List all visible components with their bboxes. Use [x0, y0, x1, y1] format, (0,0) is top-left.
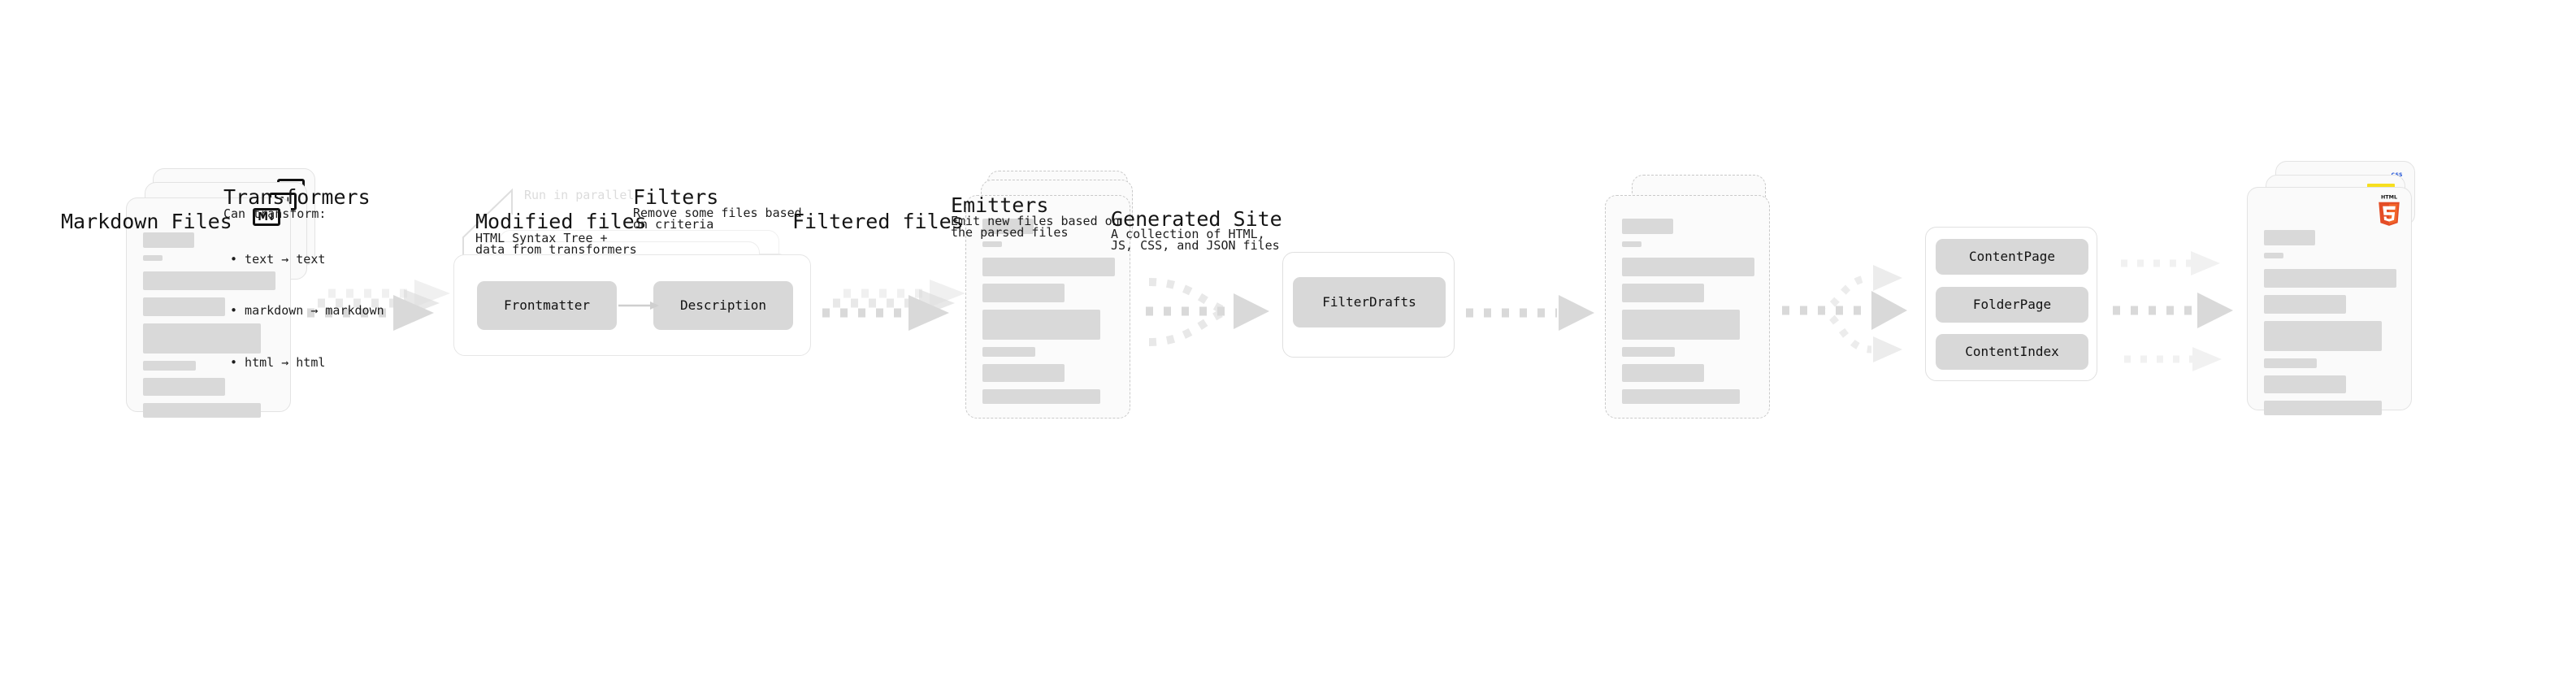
content-row [2264, 253, 2283, 258]
content-row [982, 389, 1101, 404]
arrow-modified-to-filters [1146, 278, 1269, 346]
transform-bullet: • html → html [230, 355, 326, 371]
stage-description: JS, CSS, and JSON files [1111, 238, 1280, 253]
content-row [1622, 219, 1673, 234]
page-title: Generated Site [1111, 207, 1282, 231]
content-row [143, 255, 163, 261]
card-content-rows [2264, 230, 2396, 423]
transform-bullet: • markdown → markdown [230, 303, 384, 319]
filter-chip-filterdrafts[interactable]: FilterDrafts [1293, 277, 1446, 327]
emitters-panel: ContentPage FolderPage ContentIndex [1925, 227, 2097, 381]
card-content-rows [1622, 219, 1754, 411]
transformer-inner-arrow [618, 301, 659, 310]
transform-bullet: • text → text [230, 251, 326, 267]
page-title: Filtered files [792, 210, 964, 233]
content-row [143, 361, 197, 371]
content-row [143, 403, 262, 418]
content-row [1622, 310, 1741, 340]
content-row [2264, 321, 2383, 351]
markdown-card-front: M↓ [126, 197, 291, 418]
stage-description: the parsed files [951, 225, 1069, 240]
page-title: Modified files [475, 210, 647, 233]
content-row [2264, 401, 2383, 415]
page-title: Emitters [951, 193, 1049, 217]
stage-description: A collection of HTML, [1111, 227, 1265, 241]
transformer-panel-front: Frontmatter Description [453, 254, 811, 356]
arrow-filters-to-filtered [1466, 295, 1594, 331]
arrow-filtered-to-emitters [1782, 265, 1907, 362]
content-row [143, 378, 226, 396]
emitter-chip-contentpage[interactable]: ContentPage [1936, 239, 2088, 275]
content-row [143, 271, 275, 290]
content-row [1622, 284, 1705, 302]
content-row [1622, 258, 1754, 276]
content-row [143, 232, 194, 248]
arrow-markdown-to-transformers [307, 280, 450, 331]
page-title: Markdown Files [61, 210, 232, 233]
content-row [2264, 269, 2396, 288]
stage-description: data from transformers [475, 242, 637, 257]
modified-card-front [965, 195, 1130, 419]
emitter-chip-contentindex[interactable]: ContentIndex [1936, 334, 2088, 370]
arrow-emitters-to-site [2113, 251, 2233, 371]
content-row [2264, 358, 2318, 368]
run-in-parallel-label: Run in parallel [524, 188, 635, 202]
stage-description: HTML Syntax Tree + [475, 231, 608, 245]
page-title: Filters [633, 185, 719, 209]
stage-description: Emit new files based on [951, 214, 1120, 228]
content-row [2264, 375, 2347, 393]
content-row [982, 347, 1036, 357]
content-row [1622, 364, 1705, 382]
stage-description: on criteria [633, 217, 714, 232]
emitter-chip-folderpage[interactable]: FolderPage [1936, 287, 2088, 323]
content-row [982, 258, 1115, 276]
content-row [1622, 241, 1641, 247]
svg-text:HTML: HTML [2381, 194, 2397, 201]
content-row [2264, 295, 2347, 314]
stage-description: Remove some files based [633, 206, 802, 220]
card-content-rows [143, 232, 275, 425]
stage-description: Can transform: [223, 206, 327, 221]
card-content-rows [982, 219, 1115, 411]
content-row [1622, 389, 1741, 404]
content-row [982, 310, 1101, 340]
run-in-parallel-bracket [462, 188, 513, 257]
markdown-icon: M↓ [253, 208, 280, 226]
content-row [1622, 347, 1676, 357]
content-row [982, 241, 1002, 247]
filtered-card-front [1605, 195, 1770, 419]
content-row [982, 364, 1065, 382]
content-row [143, 323, 262, 354]
transformer-chip-frontmatter[interactable]: Frontmatter [477, 281, 617, 330]
content-row [143, 297, 226, 316]
content-row [2264, 230, 2315, 245]
page-title: Transformers [223, 185, 371, 209]
html5-icon: HTML [2379, 194, 2400, 226]
filters-panel: FilterDrafts [1282, 252, 1455, 358]
site-card-html: HTML [2247, 187, 2412, 415]
transformer-chip-description[interactable]: Description [653, 281, 793, 330]
content-row [982, 284, 1065, 302]
arrow-transformers-to-modified [822, 280, 965, 331]
content-row [982, 219, 1034, 234]
